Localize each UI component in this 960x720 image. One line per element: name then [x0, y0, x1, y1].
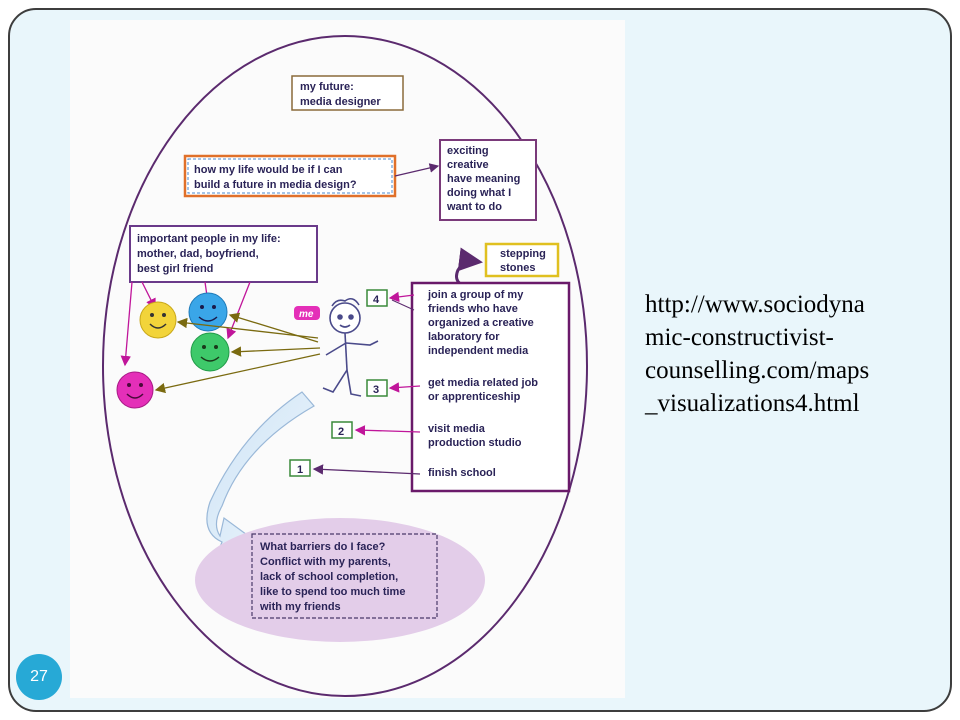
step-3-line-2: or apprenticeship	[428, 391, 521, 403]
qualities-box: exciting creative have meaning doing wha…	[439, 139, 537, 221]
svg-text:1: 1	[297, 464, 303, 476]
svg-text:3: 3	[373, 384, 379, 396]
barriers-line-4: like to spend too much time	[260, 586, 405, 598]
svg-text:me: me	[299, 309, 314, 320]
quality-4: doing what I	[447, 187, 511, 199]
step-number-2: 2	[331, 421, 353, 439]
future-box: my future: media designer	[291, 75, 404, 111]
quality-2: creative	[447, 159, 489, 171]
step-number-1: 1	[289, 459, 311, 477]
quality-5: want to do	[446, 201, 502, 213]
page-number-badge: 27	[16, 654, 62, 700]
step-2-line-1: visit media	[428, 423, 486, 435]
me-label: me	[294, 306, 320, 320]
stepping-stones-box: stepping stones	[484, 242, 560, 278]
future-line-2: media designer	[300, 96, 381, 108]
step-4-line-1: join a group of my	[427, 289, 524, 301]
svg-text:my future:: my future:	[300, 81, 354, 93]
svg-text:4: 4	[373, 294, 380, 306]
step-1-line-1: finish school	[428, 467, 496, 479]
step-3-line-1: get media related job	[428, 377, 538, 389]
people-line-1: important people in my life:	[137, 233, 281, 245]
quality-1: exciting	[447, 145, 489, 157]
face-pink-icon	[116, 371, 154, 409]
barriers-line-1: What barriers do I face?	[260, 541, 386, 553]
stick-figure-me	[322, 297, 379, 397]
barriers-line-3: lack of school completion,	[260, 571, 398, 583]
people-line-2: mother, dad, boyfriend,	[137, 248, 259, 260]
barriers-bubble	[195, 518, 485, 642]
step-4-line-2: friends who have	[428, 303, 518, 315]
face-green-icon	[190, 332, 230, 372]
svg-text:2: 2	[338, 426, 344, 438]
question-line-1: how my life would be if I can	[194, 164, 343, 176]
stepping-line-1: stepping	[500, 248, 546, 260]
step-2-line-2: production studio	[428, 437, 522, 449]
face-blue-icon	[188, 292, 228, 332]
step-number-4: 4	[366, 289, 388, 307]
future-line-1: my future:	[300, 81, 354, 93]
svg-text:media designer: media designer	[300, 96, 381, 108]
face-yellow-icon	[139, 301, 177, 339]
step-number-3: 3	[366, 379, 388, 397]
quality-3: have meaning	[447, 173, 520, 185]
outer-ellipse	[102, 35, 588, 697]
question-line-2: build a future in media design?	[194, 179, 357, 191]
stepping-line-2: stones	[500, 262, 535, 274]
question-box: how my life would be if I can build a fu…	[183, 154, 397, 198]
people-box: important people in my life: mother, dad…	[129, 225, 318, 283]
step-4-line-5: independent media	[428, 345, 529, 357]
barriers-line-5: with my friends	[259, 601, 341, 613]
concept-map-image: my future: media designer how my life wo…	[70, 20, 625, 698]
source-url-text: http://www.sociodyna mic-constructivist-…	[645, 291, 870, 417]
people-line-3: best girl friend	[137, 263, 213, 275]
step-4-line-3: organized a creative	[428, 317, 534, 329]
barriers-line-2: Conflict with my parents,	[260, 556, 391, 568]
steps-box	[410, 281, 571, 493]
barriers-box: What barriers do I face? Conflict with m…	[251, 533, 438, 619]
step-4-line-4: laboratory for	[428, 331, 500, 343]
